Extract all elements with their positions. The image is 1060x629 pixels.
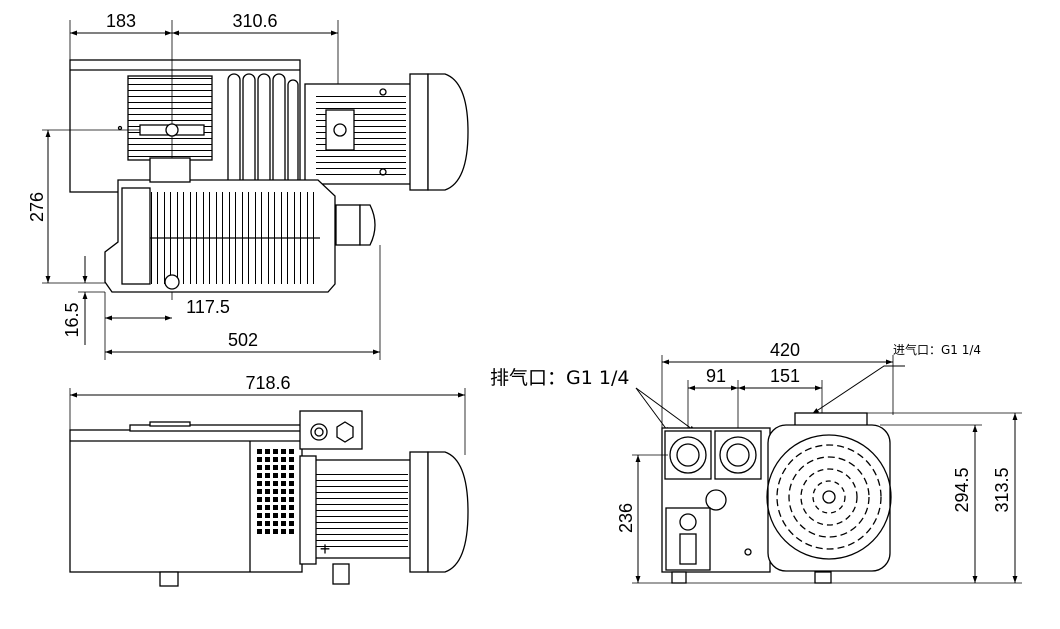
motor-flange: [409, 73, 429, 191]
coupling-fan-blade: [257, 73, 271, 191]
foot: [671, 571, 687, 584]
oil-window: [149, 157, 191, 183]
fan-grille-ring: [776, 444, 882, 550]
coupling-fan-blade: [272, 73, 286, 191]
hex-nut-icon: [336, 421, 354, 443]
side-view: 718.6 +: [69, 373, 469, 587]
fan-hub: [822, 490, 836, 504]
intake-port-label: 进气口：G1 1/4: [893, 342, 981, 357]
fan-cover: [767, 424, 891, 572]
dimension-label-183: 183: [106, 11, 136, 31]
plus-marker: +: [320, 539, 331, 559]
terminal-bolt-icon: [333, 123, 347, 137]
small-hole: [117, 125, 123, 131]
foot: [159, 571, 179, 587]
gauge-icon: [705, 489, 727, 511]
lower-body-frame: [121, 187, 151, 285]
small-hole: [744, 548, 752, 556]
port-frame: [714, 430, 762, 480]
front-view: 420 91 151 排气口：G1 1/4 进气口：G1 1/4: [490, 340, 1022, 584]
dimension-label-420: 420: [770, 340, 800, 360]
dimension-label-502: 502: [228, 330, 258, 350]
fitting-port-icon: [310, 423, 328, 441]
small-hole: [379, 88, 387, 96]
coupling-fan-blade: [242, 73, 256, 191]
intake-leader-line: [811, 365, 905, 415]
fitting-port-inner: [314, 427, 324, 437]
drain-plug-icon: [164, 274, 180, 290]
exhaust-port-label: 排气口：G1 1/4: [490, 367, 629, 389]
fan-grille-ring: [788, 456, 870, 538]
dimension-label-117-5: 117.5: [186, 297, 230, 317]
housing-top-bump: [149, 421, 191, 427]
coupling-fan-blade: [227, 73, 241, 191]
cooling-fins: [128, 76, 212, 160]
exhaust-port-icon: [719, 436, 757, 474]
motor-end-cap-side: [427, 451, 469, 573]
exhaust-port-icon: [669, 436, 707, 474]
fan-grille-ring: [800, 468, 858, 526]
dimension-label-236: 236: [616, 503, 636, 533]
motor-fins-side: [314, 470, 408, 550]
side-cylinder: [335, 204, 361, 246]
exhaust-leader-line: [635, 387, 671, 435]
bolt-icon: [165, 123, 179, 137]
top-view: 183 310.6: [27, 11, 469, 360]
dimension-label-16-5: 16.5: [62, 302, 82, 337]
valve-block: [665, 507, 711, 571]
side-cylinder-cap: [359, 204, 376, 246]
dimension-label-151: 151: [770, 366, 800, 386]
exhaust-port-inner: [726, 443, 750, 467]
valve-icon: [679, 513, 697, 531]
dimension-label-313-5: 313.5: [992, 467, 1012, 512]
fan-grille-ring: [812, 480, 846, 514]
vent-grid: [256, 448, 296, 536]
valve-stem: [679, 533, 697, 565]
motor-flange-side: [409, 451, 429, 573]
dimension-label-294-5: 294.5: [952, 467, 972, 512]
dimension-label-310-6: 310.6: [232, 11, 277, 31]
dimension-label-276: 276: [27, 192, 47, 222]
small-hole: [379, 168, 387, 176]
exhaust-leader-line: [635, 387, 697, 433]
exhaust-port-inner: [676, 443, 700, 467]
foot: [814, 571, 832, 584]
motor-junction: [299, 455, 317, 565]
coupling-fan-blade: [287, 79, 299, 185]
motor-end-cap: [427, 73, 469, 191]
dimension-label-718-6: 718.6: [245, 373, 290, 393]
foot: [332, 563, 350, 585]
fan-grille: [766, 434, 892, 560]
dimension-label-91: 91: [706, 366, 726, 386]
